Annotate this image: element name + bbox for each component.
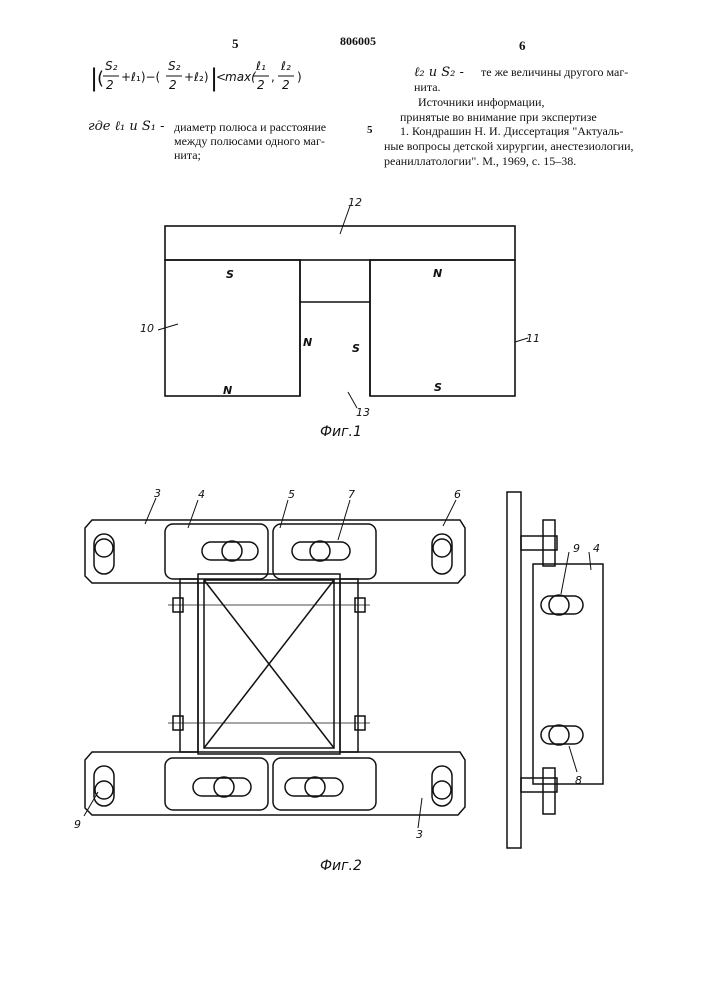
ref-3-bottom: 3 (416, 828, 423, 841)
def-line-2: нита. (414, 80, 441, 95)
figure-1-drawing: S N N S N S 12 10 11 13 (130, 190, 550, 450)
sources-subtitle: принятые во внимание при экспертизе (400, 110, 597, 125)
where-line-1: диаметр полюса и расстояние (174, 120, 326, 135)
def-line-1: те же величины другого маг- (481, 65, 628, 80)
side-ref-8: 8 (575, 774, 582, 787)
svg-text:(: ( (97, 68, 104, 89)
svg-text:+ℓ₂): +ℓ₂) (184, 70, 209, 84)
pole-s-right: S (434, 381, 442, 394)
ref-3-top: 3 (154, 487, 161, 500)
figure-1-caption: Фиг.1 (320, 424, 362, 440)
right-page-number: 6 (519, 38, 526, 54)
ref-13: 13 (356, 406, 370, 419)
margin-line-number: 5 (367, 124, 373, 136)
side-base-plate (507, 492, 521, 848)
svg-text:): ) (297, 70, 302, 84)
svg-text:+ℓ₁)−(: +ℓ₁)−( (121, 70, 160, 84)
where-prefix: где ℓ₁ и S₁ - (88, 119, 165, 134)
where-line-2: между полюсами одного маг- (174, 134, 325, 149)
svg-text:max(: max( (225, 70, 257, 84)
magnet-11 (370, 260, 515, 396)
svg-text:S₂: S₂ (105, 59, 118, 73)
reference-line-1: 1. Кондрашин Н. И. Диссертация "Актуаль- (400, 124, 623, 139)
svg-text:2: 2 (282, 78, 290, 92)
reference-line-2: ные вопросы детской хирургии, анестезиол… (384, 139, 634, 154)
svg-text:ℓ₂: ℓ₂ (280, 59, 291, 73)
ref-11: 11 (526, 332, 540, 345)
side-ref-9: 9 (573, 542, 580, 555)
pole-n-right: N (433, 267, 442, 280)
figure-2-front-view: 3 4 5 7 6 9 3 (70, 480, 480, 860)
pole-s-left: S (226, 268, 234, 281)
reference-line-3: реаниллатологии". М., 1969, с. 15–38. (384, 154, 576, 169)
ref-6: 6 (454, 488, 461, 501)
svg-text:,: , (271, 70, 275, 84)
svg-text:2: 2 (106, 78, 114, 92)
ref-10: 10 (140, 322, 154, 335)
where-line-3: нита; (174, 148, 201, 163)
def-prefix: ℓ₂ и S₂ - (414, 65, 464, 80)
inequality-formula: | ( S₂ 2 +ℓ₁)−( S₂ 2 +ℓ₂) | < max( ℓ₁ 2 … (88, 52, 318, 102)
ref-5: 5 (288, 488, 295, 501)
sources-title: Источники информации, (418, 95, 544, 110)
pole-n-left: N (223, 384, 232, 397)
svg-text:ℓ₁: ℓ₁ (255, 59, 266, 73)
ref-12: 12 (348, 196, 362, 209)
svg-text:2: 2 (169, 78, 177, 92)
figure-2-caption: Фиг.2 (320, 858, 362, 874)
pole-n-middle: N (303, 336, 312, 349)
svg-text:S₂: S₂ (168, 59, 181, 73)
figure-2-side-view: 9 4 8 (495, 480, 615, 860)
ref-7: 7 (348, 488, 355, 501)
side-ref-4: 4 (593, 542, 600, 555)
patent-number: 806005 (340, 34, 376, 49)
ref-4: 4 (198, 488, 205, 501)
left-page-number: 5 (232, 36, 239, 52)
ref-9: 9 (74, 818, 81, 831)
top-plate-12 (165, 226, 515, 260)
svg-text:2: 2 (257, 78, 265, 92)
side-plate-4 (533, 564, 603, 784)
pole-s-middle: S (352, 342, 360, 355)
